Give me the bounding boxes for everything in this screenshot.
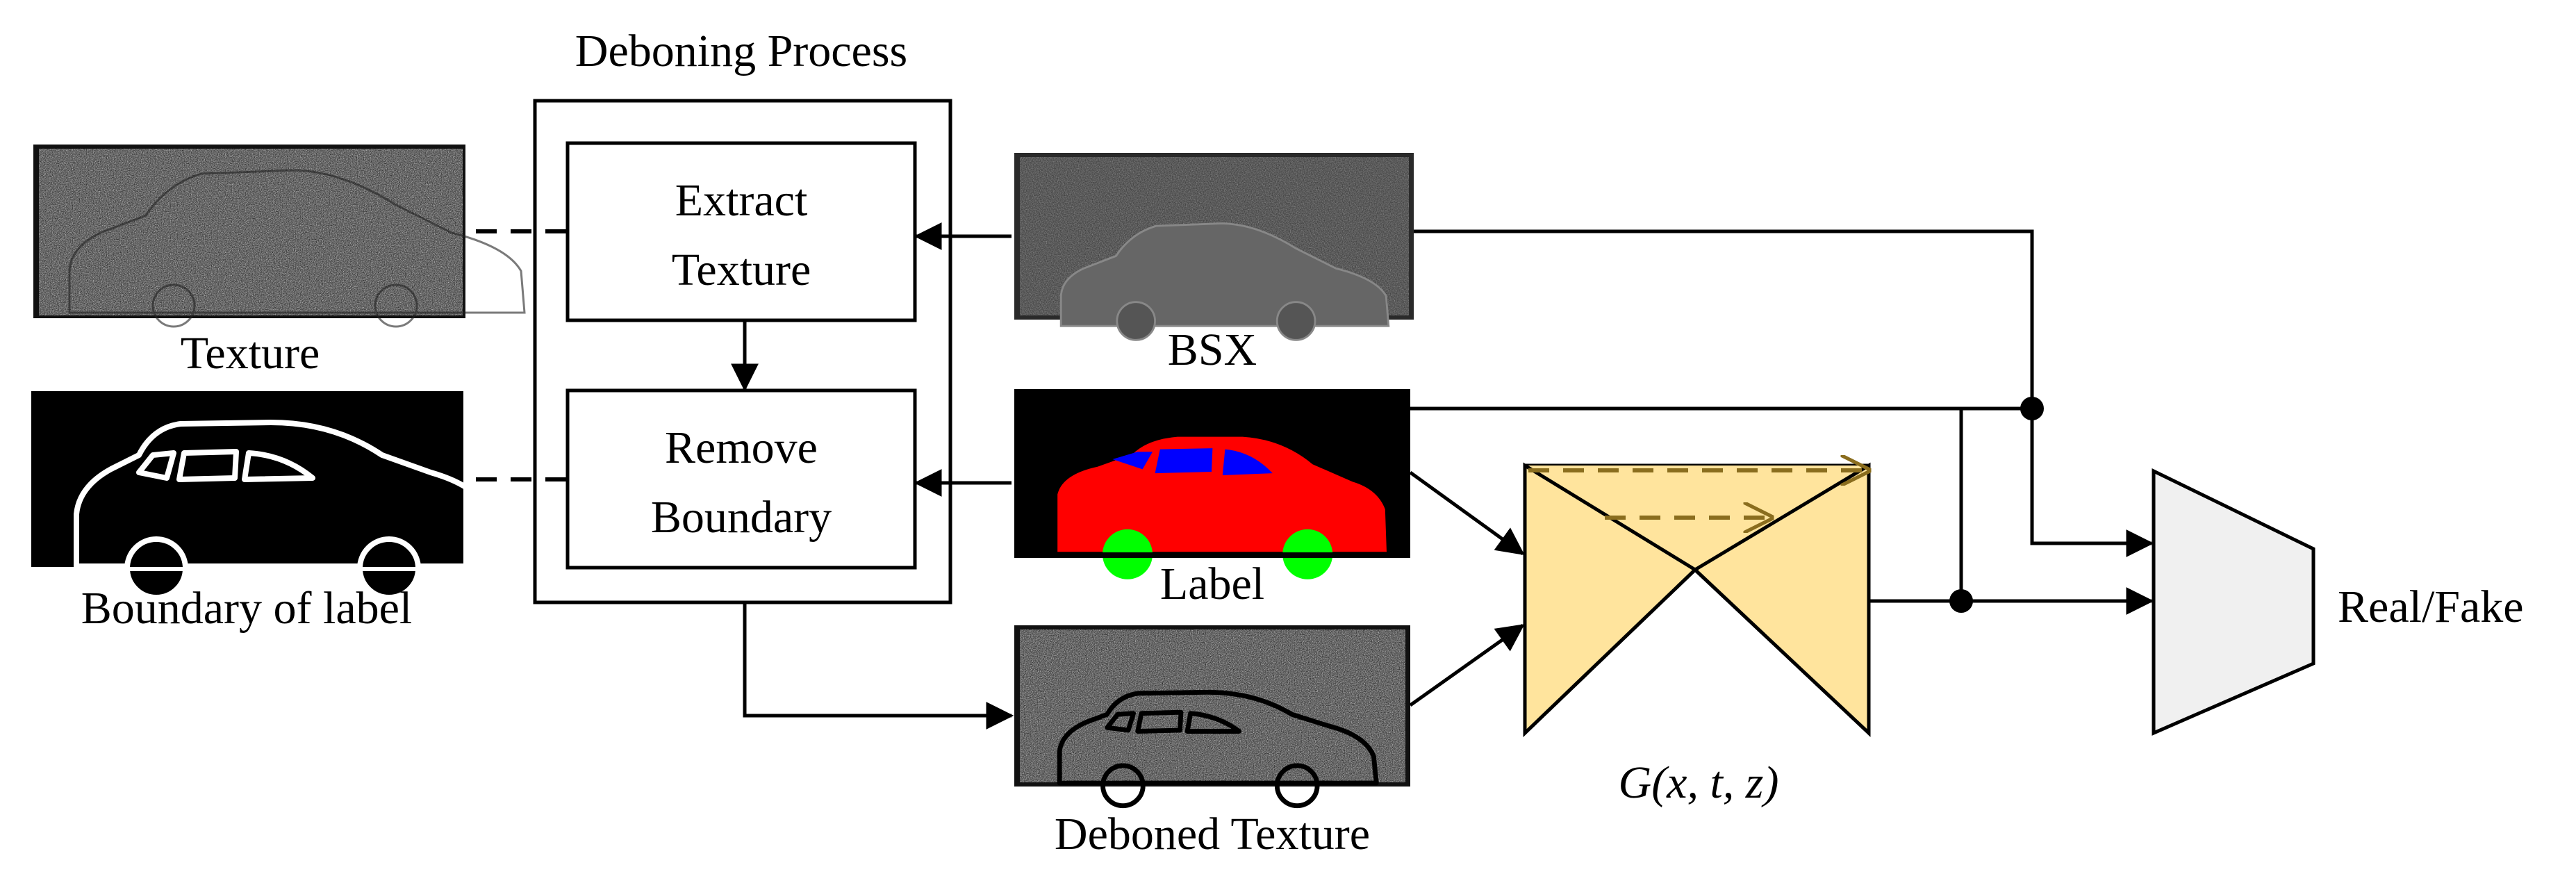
generator-hourglass [1523, 462, 1871, 737]
label-image [1014, 389, 1410, 579]
remove-boundary-label-1: Remove [665, 422, 818, 473]
remove-boundary-label-2: Boundary [651, 492, 832, 543]
discriminator-shape [2152, 468, 2315, 736]
bsx-caption: BSX [1168, 324, 1257, 375]
deboned-image [1014, 625, 1410, 809]
discriminator-label: Real/Fake [2338, 582, 2524, 632]
generator-label: G(x, t, z) [1619, 757, 1779, 808]
boundary-image [31, 391, 496, 600]
wire-bsx-to-discriminator [1414, 229, 2154, 557]
arrow-label-to-generator [1409, 470, 1525, 556]
texture-image [33, 145, 526, 328]
bsx-image [1014, 153, 1414, 341]
texture-caption: Texture [181, 328, 320, 379]
junction-dot-lower [1949, 589, 1973, 613]
debone-title: Deboning Process [575, 26, 907, 76]
junction-dot-upper [2020, 397, 2044, 420]
arrow-deboned-to-generator [1409, 623, 1525, 707]
deboned-caption: Deboned Texture [1055, 809, 1370, 859]
boundary-caption: Boundary of label [81, 583, 413, 634]
extract-texture-label-2: Texture [672, 245, 811, 295]
label-caption: Label [1160, 559, 1264, 609]
extract-texture-label-1: Extract [675, 175, 808, 226]
extract-texture-box [565, 141, 917, 322]
generator-top-notch [1525, 466, 1869, 570]
arrow-debone-to-deboned [743, 604, 1014, 730]
